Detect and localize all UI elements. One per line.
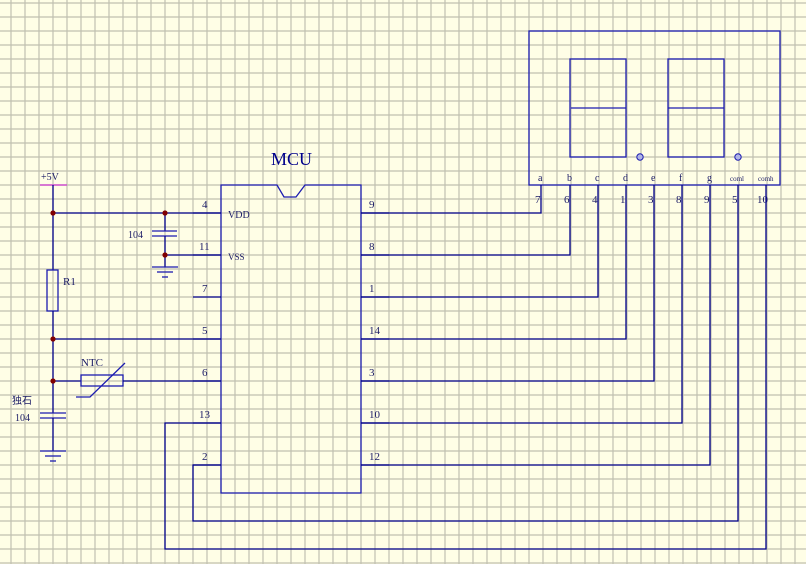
mcu-pin-number: 12: [369, 451, 380, 463]
resistor-r1[interactable]: R1: [46, 269, 76, 312]
vdd-label: VDD: [228, 210, 250, 221]
display-pin-number: 10: [757, 194, 769, 206]
segment-label: d: [623, 173, 628, 184]
segment-label: f: [679, 173, 683, 184]
decoupling-cap-label: 104: [128, 230, 143, 241]
display-pin-number: 3: [648, 194, 654, 206]
mcu-pin-number: 4: [202, 199, 208, 211]
segment-label: b: [567, 173, 572, 184]
display-pin-number: 6: [564, 194, 570, 206]
segment-label: c: [595, 173, 600, 184]
ntc-label: NTC: [81, 357, 103, 369]
mcu-pin-number: 2: [202, 451, 208, 463]
display-pins: a b c d e f g coml comh 7 6 4 1 3 8 9 5 10: [535, 173, 774, 206]
mcu-pin-number: 14: [369, 325, 381, 337]
interconnect-wires: [164, 185, 767, 550]
mcu-pin-number: 10: [369, 409, 381, 421]
wire-seg-e: [361, 185, 655, 382]
segment-label: comh: [758, 175, 774, 183]
decimal-point-1: [636, 153, 644, 161]
ntc-slash: [76, 362, 126, 398]
wire-seg-a: [361, 185, 542, 214]
mcu-chip[interactable]: MCU VDD VSS: [220, 149, 362, 494]
wire-seg-f: [361, 185, 683, 424]
wire-com-high: [164, 185, 767, 550]
power-label: +5V: [41, 172, 60, 183]
junction-dot: [162, 210, 168, 216]
segment-label: e: [651, 173, 656, 184]
mcu-body: [220, 184, 362, 494]
mcu-pin-number: 8: [369, 241, 375, 253]
wire-com-low: [192, 185, 739, 522]
decimal-point-2: [734, 153, 742, 161]
segment-label: coml: [730, 175, 744, 183]
junction-dot: [50, 336, 56, 342]
display-pin-number: 7: [535, 194, 541, 206]
vss-label: VSS: [228, 252, 245, 262]
cap-type-label: 独石: [12, 394, 32, 407]
display-pin-number: 8: [676, 194, 682, 206]
wire-seg-c: [361, 185, 599, 298]
display-pin-number: 5: [732, 194, 738, 206]
segment-label: a: [538, 173, 543, 184]
mcu-pin-number: 9: [369, 199, 375, 211]
mcu-pin-number: 3: [369, 367, 375, 379]
resistor-label: R1: [63, 276, 76, 288]
cap-value-label: 104: [15, 413, 30, 424]
display-pin-number: 9: [704, 194, 710, 206]
junction-dot: [50, 210, 56, 216]
mcu-pin-number: 13: [199, 409, 211, 421]
wire-seg-b: [361, 185, 571, 256]
wire-seg-g: [361, 185, 711, 466]
display-pin-number: 4: [592, 194, 598, 206]
mcu-pin-number: 6: [202, 367, 208, 379]
mcu-pin-number: 11: [199, 241, 210, 253]
segment-label: g: [707, 173, 712, 184]
mcu-pin-number: 5: [202, 325, 208, 337]
wire-seg-d: [361, 185, 627, 340]
display-pin-number: 1: [620, 194, 626, 206]
ground-symbol-top: [152, 266, 178, 278]
junction-dot: [50, 378, 56, 384]
mcu-title: MCU: [271, 149, 312, 169]
mcu-pin-number: 1: [369, 283, 375, 295]
capacitor-decoupling[interactable]: 104: [128, 213, 177, 267]
mcu-pin-number: 7: [202, 283, 208, 295]
ground-symbol-left: [40, 450, 66, 462]
junction-dot: [162, 252, 168, 258]
